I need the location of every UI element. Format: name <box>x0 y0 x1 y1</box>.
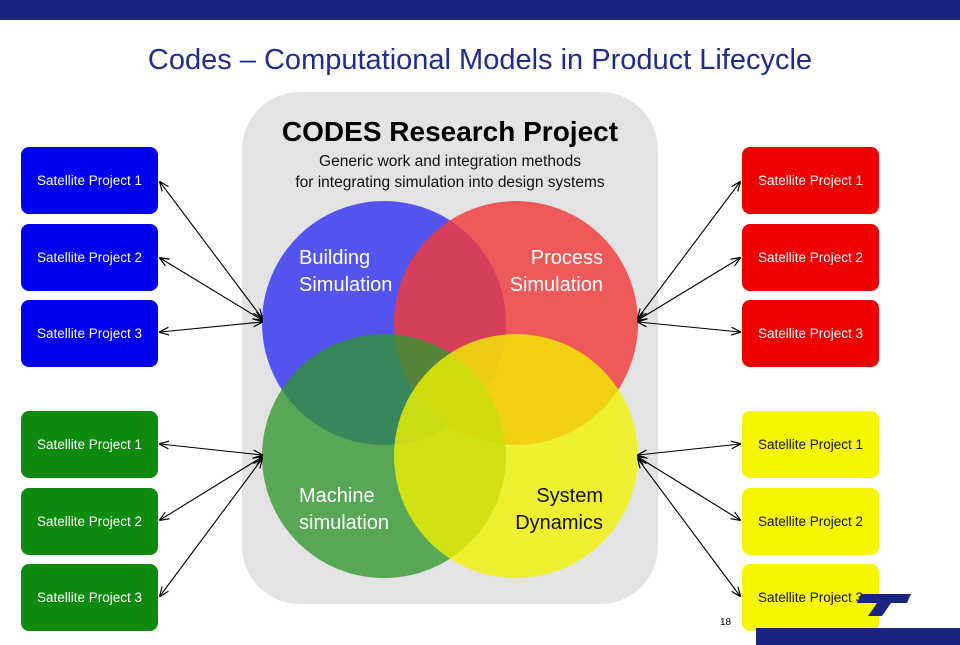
satellite-green-3: Satellite Project 3 <box>21 564 158 631</box>
building-simulation-label: Building Simulation <box>299 247 393 296</box>
arrow-green-1 <box>160 444 262 455</box>
top-bar <box>0 0 960 20</box>
project-subtitle-line1: Generic work and integration methods <box>319 153 581 170</box>
project-subtitle-line2: for integrating simulation into design s… <box>295 174 605 191</box>
satellite-yellow-2: Satellite Project 2 <box>742 488 879 555</box>
arrow-blue-3 <box>160 322 262 332</box>
arrow-yellow-3 <box>638 459 740 596</box>
satellite-green-1: Satellite Project 1 <box>21 411 158 478</box>
arrow-red-3 <box>638 322 740 332</box>
satellite-red-1: Satellite Project 1 <box>742 147 879 214</box>
satellite-blue-1: Satellite Project 1 <box>21 147 158 214</box>
system-dynamics-label: System Dynamics <box>515 485 603 534</box>
arrow-blue-2 <box>160 258 262 320</box>
machine-simulation-label: Machine simulation <box>299 485 390 534</box>
arrow-red-1 <box>638 182 740 318</box>
project-subtitle: Generic work and integration methods for… <box>242 151 658 193</box>
satellite-red-3: Satellite Project 3 <box>742 300 879 367</box>
footer-bar <box>756 628 960 645</box>
satellite-blue-2: Satellite Project 2 <box>21 224 158 291</box>
arrow-green-3 <box>160 459 262 596</box>
arrow-green-2 <box>160 457 262 520</box>
arrow-yellow-2 <box>638 457 740 520</box>
page-number: 18 <box>720 617 732 628</box>
satellite-red-2: Satellite Project 2 <box>742 224 879 291</box>
arrow-yellow-1 <box>638 444 740 455</box>
system-dynamics-circle <box>394 334 638 578</box>
satellite-green-2: Satellite Project 2 <box>21 488 158 555</box>
process-simulation-label: Process Simulation <box>509 247 603 296</box>
project-title: CODES Research Project <box>281 116 619 147</box>
satellite-yellow-1: Satellite Project 1 <box>742 411 879 478</box>
slide-title: Codes – Computational Models in Product … <box>147 44 813 76</box>
logo-mark <box>857 594 911 616</box>
satellite-blue-3: Satellite Project 3 <box>21 300 158 367</box>
arrow-red-2 <box>638 258 740 320</box>
satellite-yellow-3: Satellite Project 3 <box>742 564 879 631</box>
arrow-blue-1 <box>160 182 262 318</box>
